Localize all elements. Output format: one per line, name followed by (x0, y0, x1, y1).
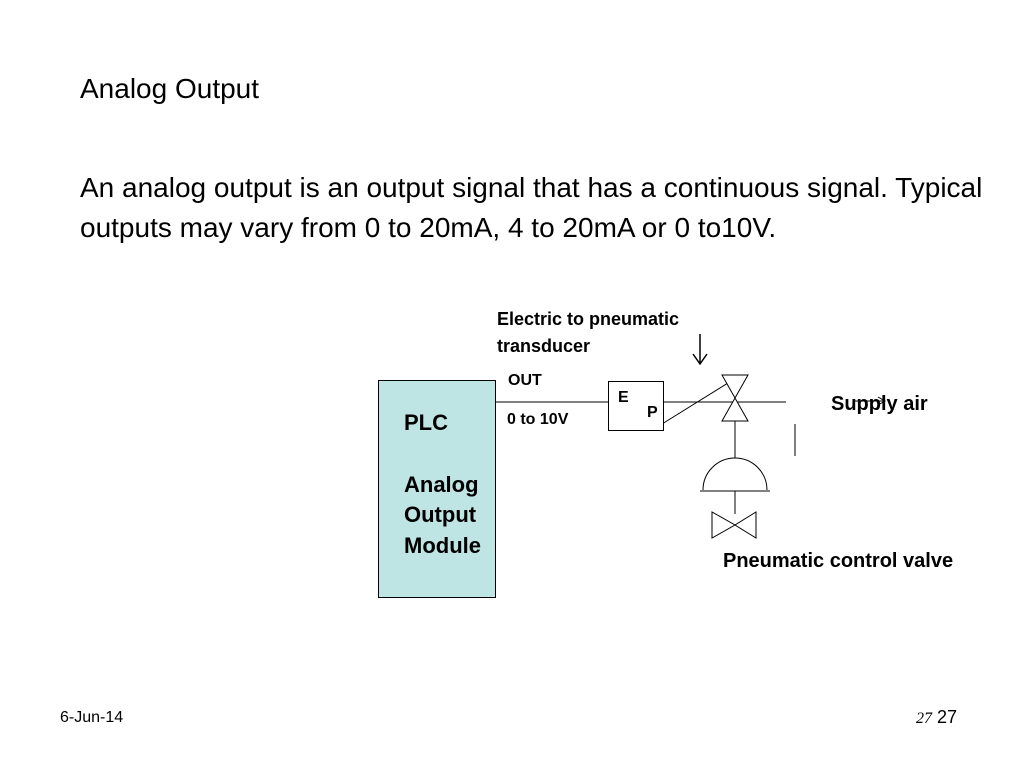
valve-actuator-icon (700, 457, 770, 514)
control-valve-icon (711, 511, 757, 539)
plc-label-analog: Analog (404, 472, 479, 497)
signal-range-label: 0 to 10V (507, 411, 569, 428)
ep-p-label: P (647, 404, 658, 421)
transducer-label: Electric to pneumatic (497, 309, 680, 329)
pneumatic-control-valve-label: Pneumatic control valve (723, 550, 954, 572)
transducer-valve-icon (721, 374, 749, 422)
footer-page-small: 27 (916, 710, 932, 727)
plc-module-box (378, 380, 496, 598)
slide-title: Analog Output (80, 73, 260, 104)
down-arrow-icon (692, 334, 708, 366)
footer-page-main: 27 (937, 707, 958, 727)
signal-out-label: OUT (508, 372, 542, 389)
ep-transducer-box (608, 381, 664, 431)
footer-date: 6-Jun-14 (60, 709, 124, 726)
slide-body-text: An analog output is an output signal tha… (80, 172, 983, 243)
supply-air-label: Supply air (831, 393, 928, 415)
plc-label-module: Module (404, 533, 481, 558)
supply-air-arrow-icon (854, 396, 887, 406)
plc-label-output: Output (404, 502, 477, 527)
footer-page-number: 27 27 (916, 706, 957, 730)
plc-label: PLC (404, 410, 448, 435)
transducer-link-line (661, 377, 737, 425)
transducer-label-line2: transducer (497, 336, 591, 356)
ep-e-label: E (618, 389, 629, 406)
